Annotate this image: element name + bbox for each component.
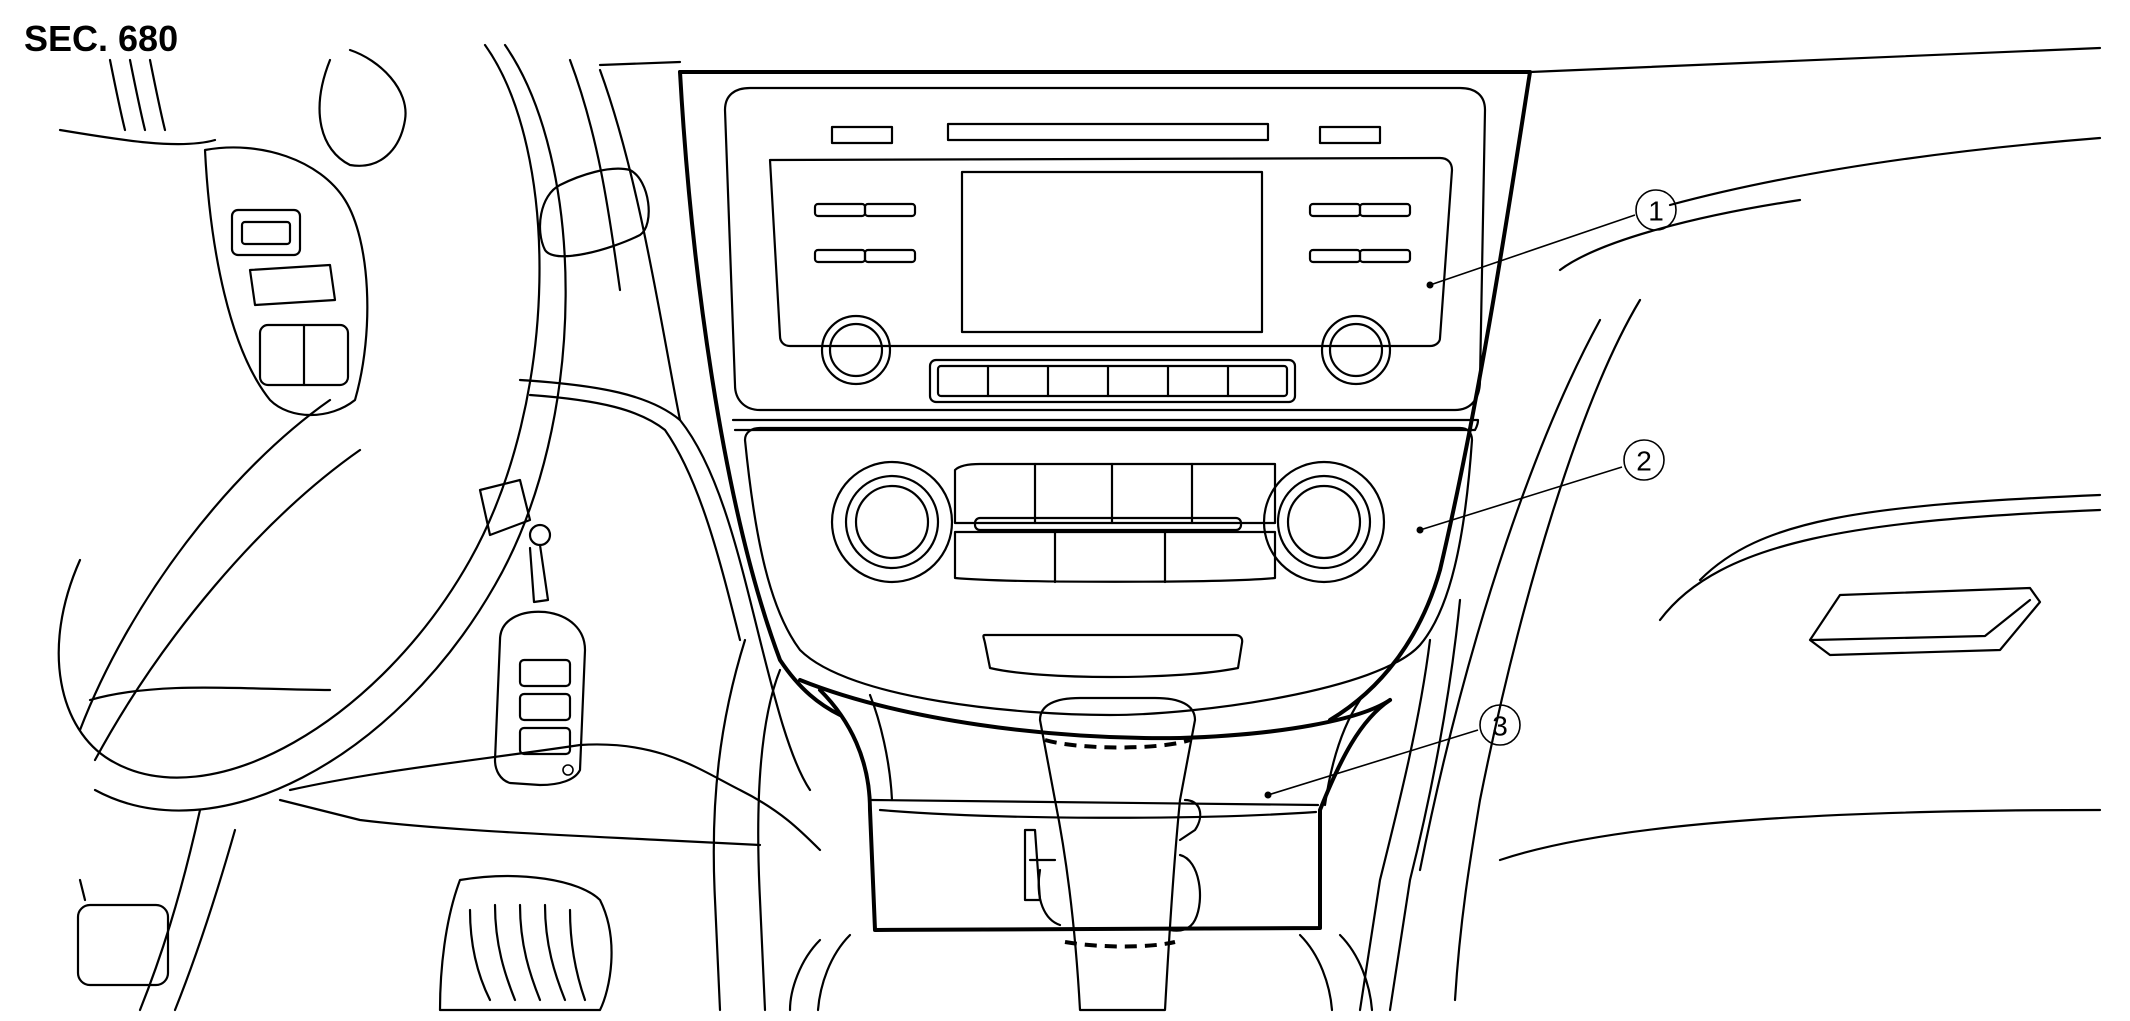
upper-dashboard <box>598 46 2102 1002</box>
callout-3: 3 <box>1264 704 1521 799</box>
steering-wheel <box>57 43 650 812</box>
ignition-key <box>478 478 587 787</box>
callout-1-number: 1 <box>1648 196 1664 227</box>
callout-2-number: 2 <box>1636 446 1652 477</box>
callout-3-number: 3 <box>1492 711 1508 742</box>
callout-2: 2 <box>1416 439 1665 534</box>
center-console <box>678 70 1532 1012</box>
callout-1: 1 <box>1426 189 1677 289</box>
left-dash <box>76 58 822 1012</box>
section-label: SEC. 680 <box>24 18 179 59</box>
